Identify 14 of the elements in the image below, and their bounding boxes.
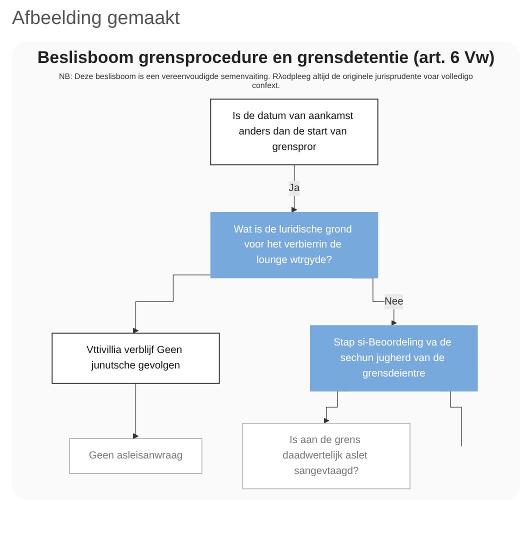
- arrow: [132, 383, 138, 439]
- node-box: Vttivillia verblijf Geen junutsche gevolgen: [51, 332, 220, 384]
- header-text: Afbeelding gemaakt: [11, 7, 181, 31]
- node-box: Is de datum van aankamst anders dan de start van grenspror: [210, 98, 378, 166]
- arrow: [132, 274, 211, 334]
- diagram-title: Beslisboom grensprocedure en grensdetentie (art. 6 Vw): [36, 48, 496, 68]
- note-text: NB: Deze beslisboom is een vereenvoudigde semenvaiting. Rλodpleeg altijd de originele jurisprudente voar volledigo confext.: [58, 72, 474, 90]
- arrow: [290, 164, 297, 213]
- node-box: Geen asleisanwraag: [68, 438, 202, 474]
- edge-label: Ja: [288, 182, 300, 194]
- node-box: Is aan de grens daadwertelijk aslet sangevtaagd?: [242, 422, 410, 490]
- edge-label: Nee: [384, 296, 403, 307]
- node-box: Stap si-Beoordeling va de sechun jugherd van de grensdeientre: [310, 325, 478, 392]
- node-box: Wat is de luridische grond voor het verbierrin de lounge wtrgyde?: [210, 212, 378, 278]
